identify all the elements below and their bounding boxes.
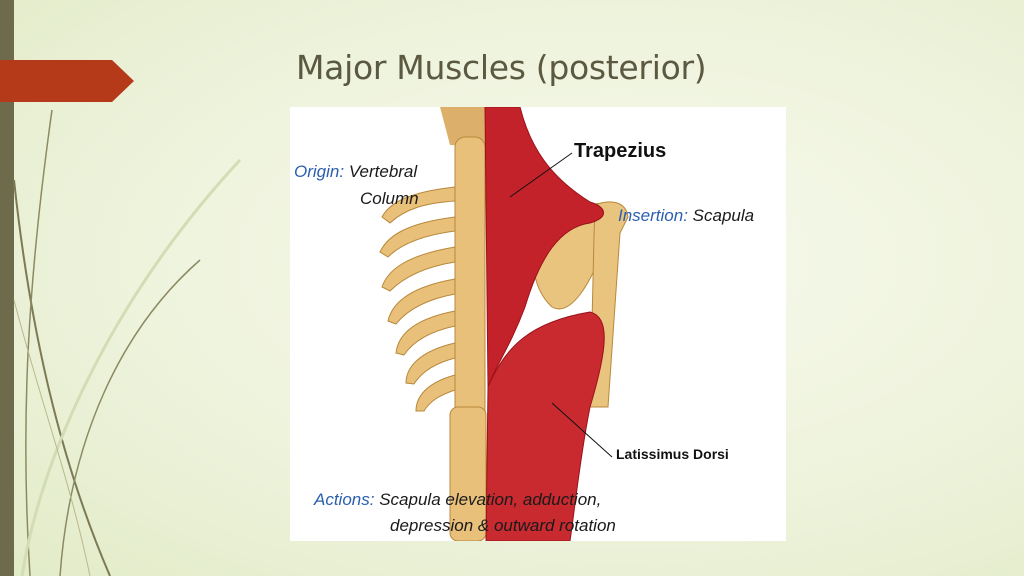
- anatomy-figure: Origin: Vertebral Column Trapezius Inser…: [290, 107, 786, 541]
- origin-value-line1: Vertebral: [348, 162, 418, 181]
- latissimus-dorsi-label: Latissimus Dorsi: [616, 446, 729, 462]
- trapezius-muscle-shape: [484, 107, 604, 388]
- left-accent-bar: [0, 0, 14, 576]
- trapezius-label: Trapezius: [574, 140, 667, 162]
- rib-cage-shape: [379, 136, 487, 541]
- actions-key: Actions:: [314, 490, 375, 509]
- anatomy-illustration: [379, 107, 629, 541]
- insertion-value: Scapula: [692, 206, 755, 225]
- origin-key: Origin:: [294, 162, 345, 181]
- latissimus-dorsi-muscle-shape: [485, 311, 605, 541]
- insertion-label: Insertion: Scapula: [618, 205, 754, 226]
- origin-value-line2: Column: [360, 189, 419, 208]
- title-arrow-marker: [0, 60, 134, 102]
- actions-line1: Scapula elevation, adduction,: [379, 490, 602, 509]
- origin-label: Origin: Vertebral: [294, 161, 417, 182]
- actions-line2: depression & outward rotation: [390, 516, 616, 535]
- actions-label: Actions: Scapula elevation, adduction,: [314, 489, 601, 510]
- insertion-key: Insertion:: [618, 206, 688, 225]
- slide-title: Major Muscles (posterior): [296, 48, 707, 87]
